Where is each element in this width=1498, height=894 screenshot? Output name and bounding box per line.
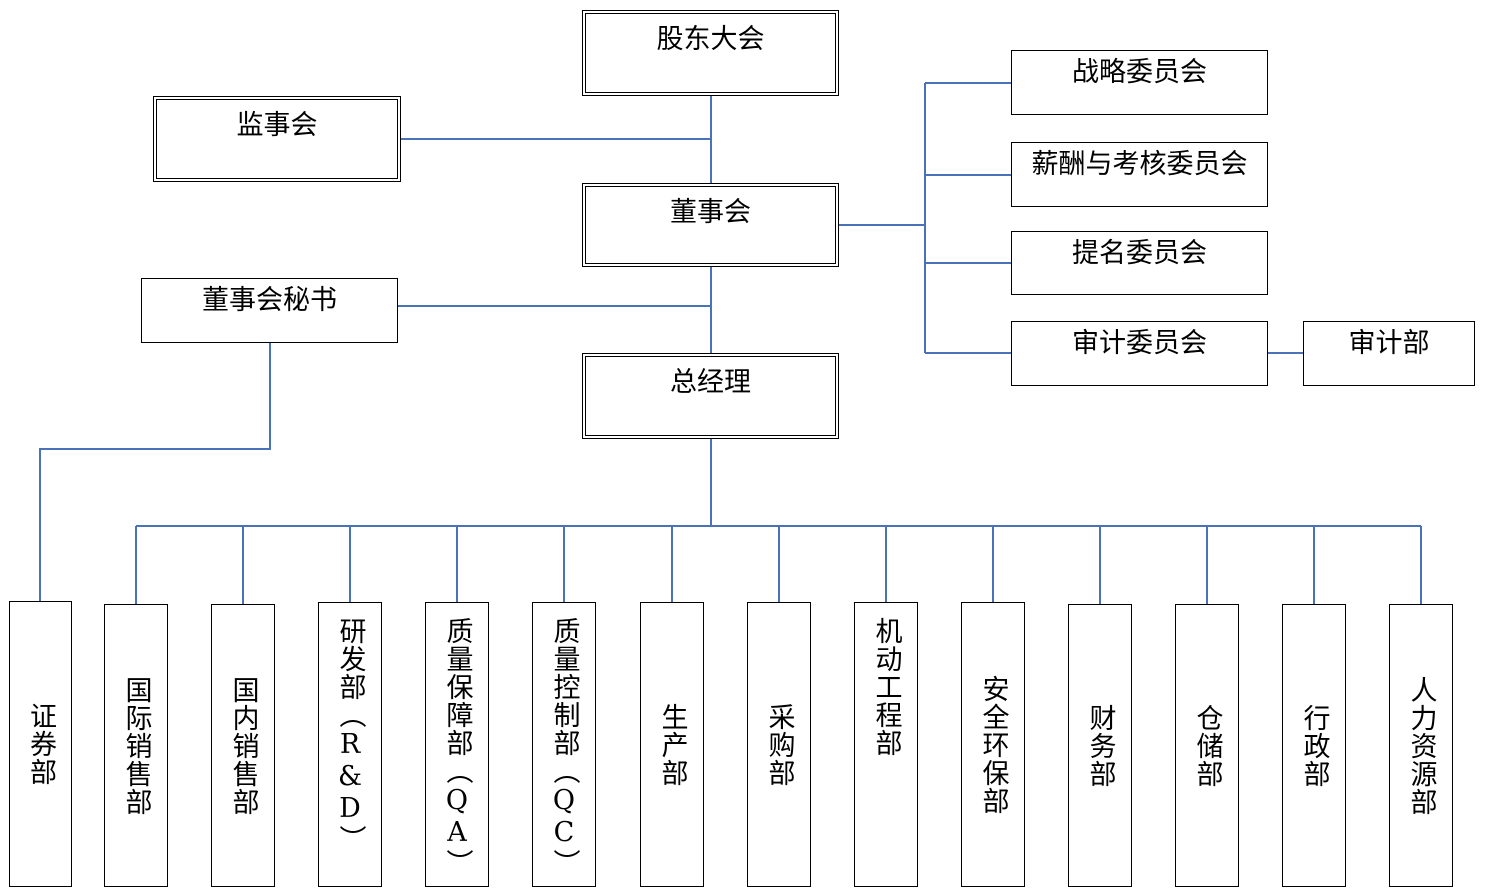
audit-department-label: 审计部 — [1348, 328, 1430, 359]
department-box: 国际销售部 — [104, 604, 168, 887]
department-label: 安全环保部 — [977, 674, 1009, 815]
nomination-committee-box: 提名委员会 — [1011, 231, 1268, 295]
department-label: 研发部（R&D） — [334, 617, 366, 853]
department-drops — [135, 526, 1422, 604]
department-label: 采购部 — [763, 702, 795, 787]
department-label: 机动工程部 — [870, 617, 902, 757]
strategy-committee-label: 战略委员会 — [1072, 57, 1207, 88]
department-label: 质量保障部（QA） — [441, 617, 473, 877]
shareholders-meeting-label: 股东大会 — [656, 24, 765, 55]
supervisory-board-box: 监事会 — [153, 96, 401, 182]
audit-committee-box: 审计委员会 — [1011, 321, 1268, 386]
nomination-committee-label: 提名委员会 — [1072, 238, 1207, 269]
audit-department-box: 审计部 — [1303, 321, 1475, 386]
department-box: 行政部 — [1282, 604, 1346, 887]
department-box: 仓储部 — [1175, 604, 1239, 887]
department-label: 人力资源部 — [1405, 675, 1437, 816]
department-box: 生产部 — [640, 602, 704, 887]
department-label: 生产部 — [656, 702, 688, 787]
department-label: 国内销售部 — [227, 675, 259, 816]
board-of-directors-box: 董事会 — [582, 183, 839, 267]
department-box: 质量控制部（QC） — [532, 602, 596, 887]
supervisory-board-label: 监事会 — [236, 110, 318, 141]
remuneration-committee-box: 薪酬与考核委员会 — [1011, 142, 1268, 207]
shareholders-meeting-box: 股东大会 — [582, 10, 839, 96]
department-box: 财务部 — [1068, 604, 1132, 887]
department-label: 行政部 — [1298, 703, 1330, 788]
remuneration-committee-label: 薪酬与考核委员会 — [1031, 149, 1248, 180]
board-of-directors-label: 董事会 — [670, 197, 751, 228]
department-box: 证券部 — [9, 601, 72, 887]
department-label: 国际销售部 — [120, 675, 152, 816]
general-manager-box: 总经理 — [582, 353, 839, 439]
department-box: 质量保障部（QA） — [425, 602, 489, 887]
department-box: 机动工程部 — [854, 602, 918, 887]
department-box: 国内销售部 — [211, 604, 275, 887]
department-box: 采购部 — [747, 602, 811, 887]
department-box: 安全环保部 — [961, 602, 1025, 887]
board-secretary-box: 董事会秘书 — [141, 278, 398, 343]
department-label: 证券部 — [25, 702, 56, 786]
general-manager-label: 总经理 — [670, 367, 751, 398]
department-box: 研发部（R&D） — [318, 602, 382, 887]
department-box: 人力资源部 — [1389, 604, 1453, 887]
department-label: 财务部 — [1084, 703, 1116, 788]
connector-securities — [39, 343, 271, 601]
board-secretary-label: 董事会秘书 — [202, 285, 337, 316]
department-label: 仓储部 — [1191, 703, 1223, 788]
audit-committee-label: 审计委员会 — [1072, 328, 1207, 359]
strategy-committee-box: 战略委员会 — [1011, 50, 1268, 115]
department-label: 质量控制部（QC） — [548, 617, 580, 877]
